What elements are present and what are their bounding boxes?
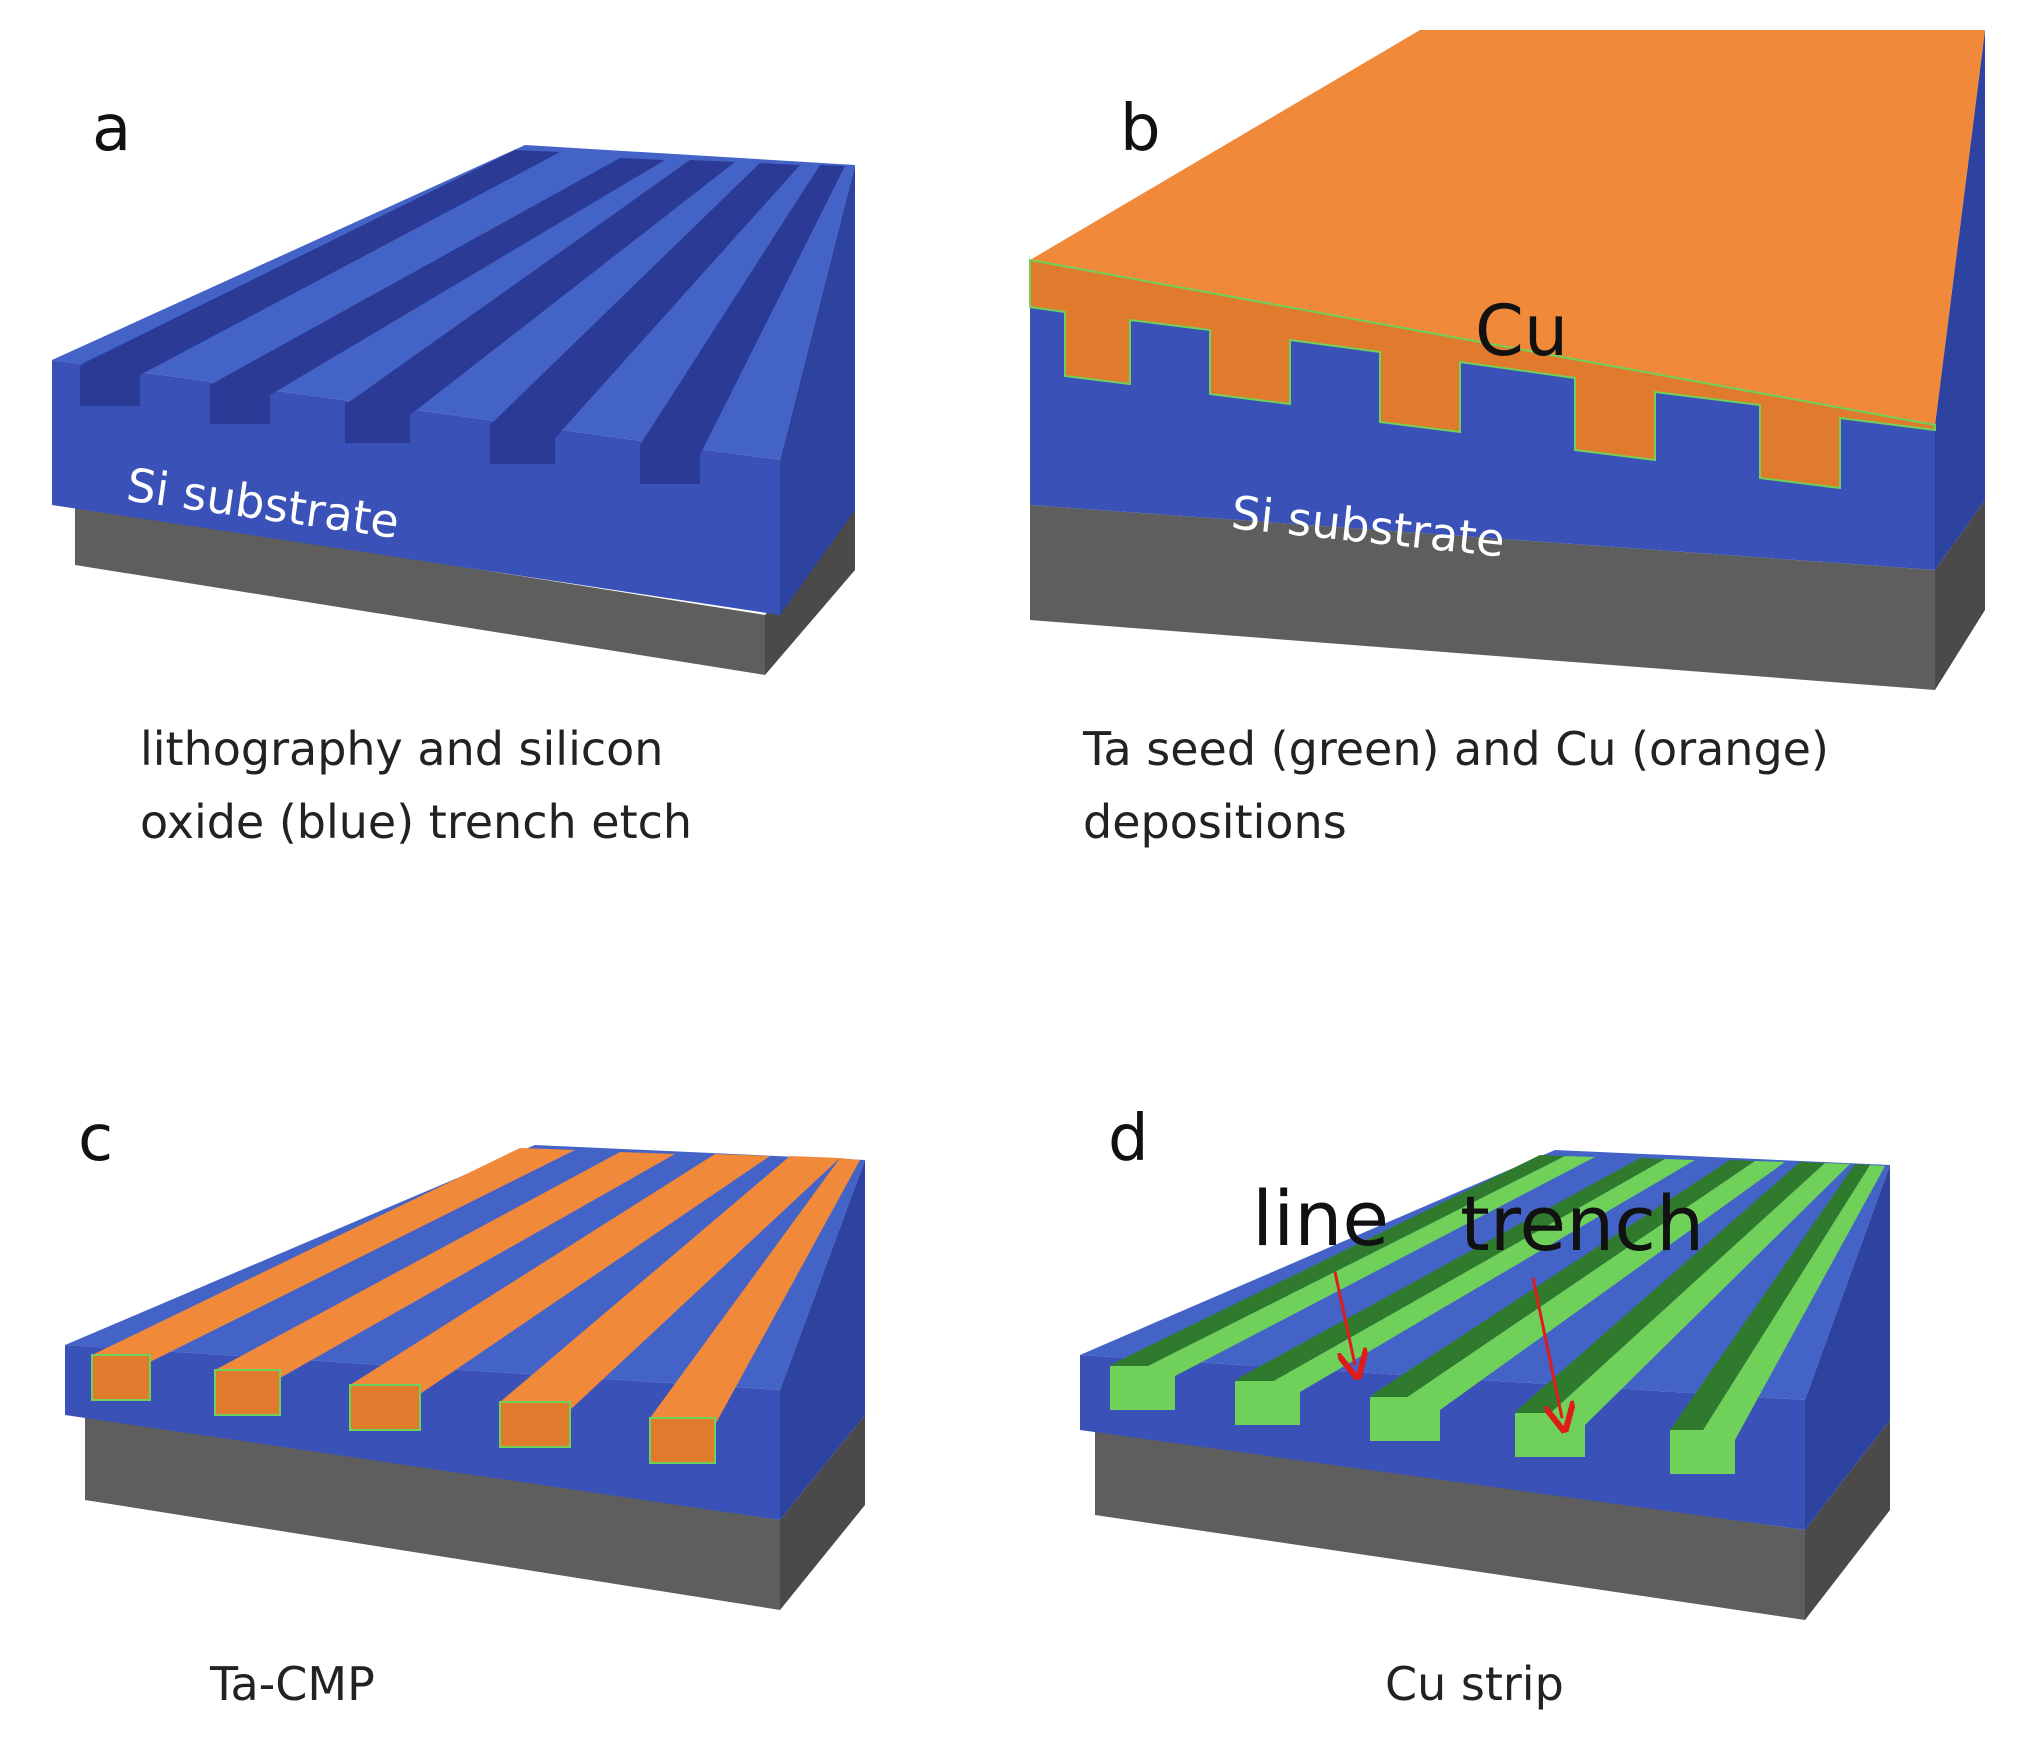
trench-ta-wall bbox=[1235, 1158, 1665, 1386]
cu-line bbox=[350, 1154, 770, 1394]
line-label: line bbox=[1252, 1174, 1389, 1263]
trench-notch bbox=[210, 384, 270, 424]
trench-ta-floor bbox=[1700, 1165, 1885, 1440]
panel-letter: c bbox=[78, 1102, 113, 1176]
trench-ta-floor bbox=[1140, 1156, 1595, 1376]
cu-line bbox=[92, 1148, 575, 1362]
caption-line-1: Ta seed (green) and Cu (orange) bbox=[1082, 722, 1829, 776]
oxide-side bbox=[780, 1160, 865, 1520]
si-substrate-side bbox=[765, 510, 855, 675]
panel-d: d line trench Cu strip bbox=[1080, 1102, 1890, 1711]
trench-notch bbox=[1370, 1397, 1440, 1441]
panel-a: a Si substrate lithography and silicon o… bbox=[52, 92, 855, 849]
cu-line bbox=[215, 1152, 675, 1378]
cu-line-front bbox=[214, 1369, 281, 1416]
trench-notch bbox=[1515, 1413, 1585, 1457]
red-arrow-icon bbox=[1531, 1277, 1562, 1418]
si-substrate-front bbox=[1095, 1430, 1805, 1620]
trench-ta-wall bbox=[1370, 1160, 1755, 1402]
trench-ta-wall bbox=[1110, 1155, 1565, 1370]
trench bbox=[345, 160, 735, 415]
trench-notch bbox=[1235, 1381, 1300, 1425]
si-substrate-front bbox=[85, 1415, 780, 1610]
cu-line-front bbox=[649, 1417, 716, 1464]
trench bbox=[640, 165, 845, 455]
trench-ta-floor bbox=[1400, 1161, 1785, 1410]
cu-line bbox=[500, 1156, 840, 1410]
cu-line bbox=[650, 1158, 860, 1425]
cu-label: Cu bbox=[1475, 290, 1568, 372]
panel-c: c Ta-CMP bbox=[65, 1102, 865, 1711]
caption-line-1: Cu strip bbox=[1385, 1657, 1564, 1711]
caption-line-2: oxide (blue) trench etch bbox=[140, 795, 692, 849]
panel-letter: b bbox=[1120, 92, 1161, 166]
trench bbox=[80, 150, 560, 375]
trench bbox=[210, 158, 665, 395]
cu-line-front bbox=[91, 1354, 151, 1401]
red-arrow-icon bbox=[1333, 1271, 1355, 1365]
oxide-side bbox=[1935, 30, 1985, 570]
trench-notch bbox=[80, 366, 140, 406]
cu-front bbox=[1029, 258, 1936, 490]
trench-ta-wall bbox=[1670, 1164, 1870, 1435]
panel-b: b Cu Si substrate Ta seed (green) and Cu… bbox=[1029, 30, 1985, 849]
trench-notch bbox=[1670, 1430, 1735, 1474]
panel-letter: d bbox=[1108, 1102, 1149, 1176]
trench-notch bbox=[490, 424, 555, 464]
trench bbox=[490, 163, 800, 438]
si-substrate-front bbox=[1030, 505, 1935, 690]
trench-ta-wall bbox=[1515, 1162, 1825, 1418]
trench-notch bbox=[1110, 1366, 1175, 1410]
panel-letter: a bbox=[92, 92, 131, 166]
caption-line-2: depositions bbox=[1083, 795, 1347, 849]
trench-notch bbox=[640, 444, 700, 484]
caption-line-1: Ta-CMP bbox=[209, 1657, 375, 1711]
trench-notch bbox=[345, 403, 410, 443]
si-substrate-side bbox=[780, 1415, 865, 1610]
cu-line-front bbox=[499, 1401, 571, 1448]
cu-top bbox=[1030, 30, 1985, 425]
trench-ta-floor bbox=[1545, 1163, 1850, 1425]
caption-line-1: lithography and silicon bbox=[140, 722, 663, 776]
trench-ta-floor bbox=[1265, 1159, 1695, 1392]
si-substrate-front bbox=[75, 505, 765, 675]
si-substrate-side bbox=[1805, 1420, 1890, 1620]
si-substrate-side bbox=[1935, 500, 1985, 690]
cu-line-front bbox=[349, 1384, 421, 1431]
trench-label: trench bbox=[1460, 1179, 1704, 1268]
oxide-side bbox=[780, 165, 855, 615]
oxide-side bbox=[1805, 1165, 1890, 1530]
